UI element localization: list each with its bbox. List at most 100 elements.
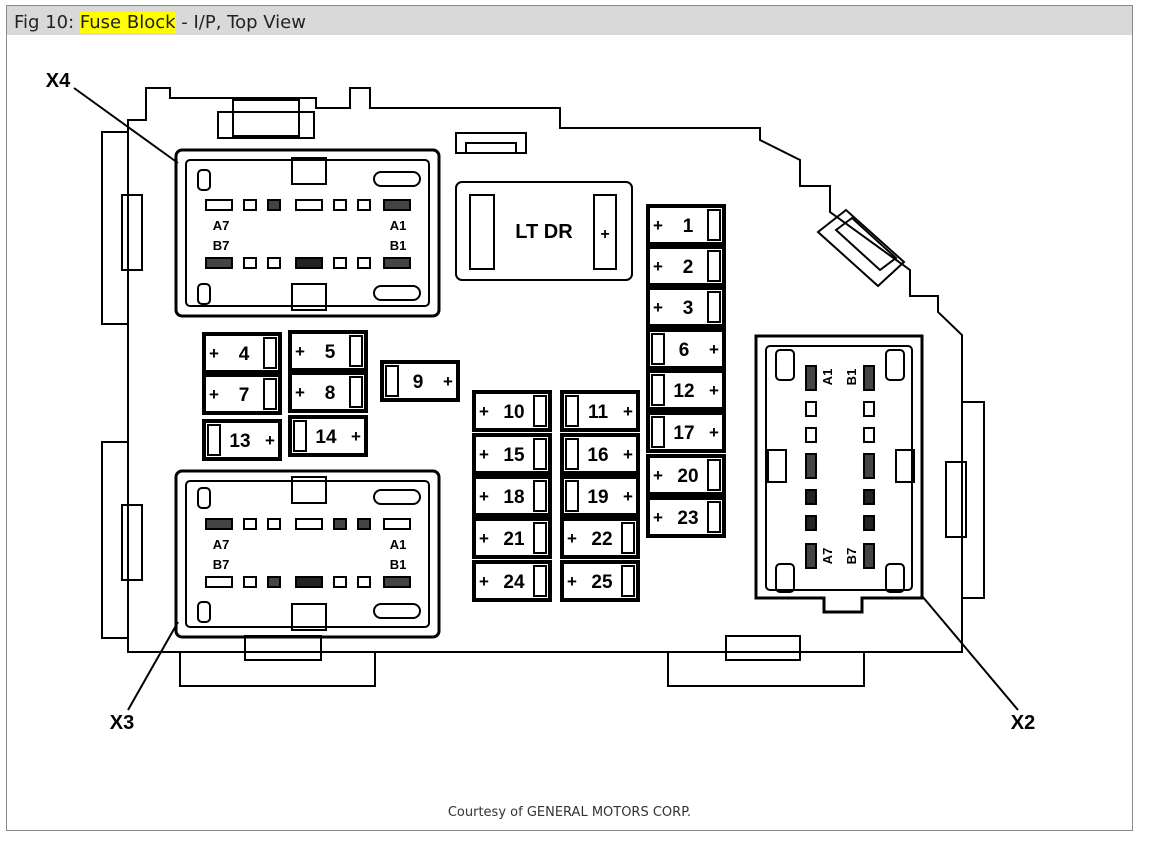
- fuse-plus-sign: +: [653, 257, 663, 276]
- fuse-plus-sign: +: [265, 431, 275, 450]
- fuse-number: 8: [325, 383, 336, 404]
- fuse-number: 20: [677, 466, 698, 487]
- label-x3: X3: [110, 712, 134, 734]
- fuse-plus-sign: +: [209, 344, 219, 363]
- label-x2: X2: [1011, 712, 1035, 734]
- lt-dr-plus: +: [600, 226, 609, 243]
- fuse-15: +15: [472, 433, 552, 475]
- fuse-plus-sign: +: [709, 340, 719, 359]
- fuse-number: 19: [587, 487, 608, 508]
- fuse-number: 4: [239, 344, 250, 365]
- fuse-terminal: [349, 335, 363, 367]
- x2-pin-b-top: B1: [844, 369, 859, 386]
- fuse-terminal: [385, 365, 399, 397]
- fuse-13: +13: [202, 419, 282, 461]
- connector-x4: [174, 148, 441, 318]
- fuse-plus-sign: +: [295, 342, 305, 361]
- fuse-number: 7: [239, 385, 250, 406]
- fuse-terminal: [621, 565, 635, 597]
- fuse-plus-sign: +: [351, 427, 361, 446]
- fuse-body: [560, 390, 640, 432]
- credit-line: Courtesy of GENERAL MOTORS CORP.: [447, 805, 692, 820]
- fuse-body: [560, 517, 640, 559]
- fuse-19: +19: [560, 475, 640, 517]
- fuse-number: 12: [673, 381, 694, 402]
- fuse-number: 15: [503, 445, 525, 466]
- fuse-number: 2: [683, 257, 694, 278]
- fuse-number: 3: [683, 298, 694, 319]
- fuse-terminal: [651, 333, 665, 365]
- fuse-terminal: [533, 395, 547, 427]
- fuse-23: +23: [646, 496, 726, 538]
- fuse-plus-sign: +: [653, 466, 663, 485]
- fuse-plus-sign: +: [653, 298, 663, 317]
- fuse-terminal: [707, 291, 721, 323]
- fuse-10: +10: [472, 390, 552, 432]
- fuse-number: 13: [229, 431, 250, 452]
- fuse-20: +20: [646, 454, 726, 496]
- fuse-terminal: [565, 480, 579, 512]
- fuse-3: +3: [646, 286, 726, 328]
- fuse-number: 18: [503, 487, 524, 508]
- fuse-plus-sign: +: [479, 402, 489, 421]
- fuse-body: [472, 475, 552, 517]
- fuse-terminal: [707, 459, 721, 491]
- fuse-22: +22: [560, 517, 640, 559]
- lt-dr-relay: [455, 181, 633, 281]
- fuse-terminal: [651, 374, 665, 406]
- fuse-body: [646, 454, 726, 496]
- caption-prefix: Fig 10:: [14, 12, 80, 33]
- fuse-4: +4: [202, 332, 282, 374]
- fuse-6: +6: [646, 328, 726, 370]
- fuse-number: 25: [591, 572, 613, 593]
- leader-lines: [73, 87, 1019, 711]
- x3-pin-a-left: A7: [213, 537, 230, 552]
- fuse-plus-sign: +: [443, 372, 453, 391]
- fuse-terminal: [621, 522, 635, 554]
- fuse-plus-sign: +: [653, 216, 663, 235]
- fuse-16: +16: [560, 433, 640, 475]
- fuse-plus-sign: +: [567, 572, 577, 591]
- figure-caption: Fig 10: Fuse Block - I/P, Top View: [14, 12, 306, 33]
- fuse-number: 22: [591, 529, 612, 550]
- fuse-terminal: [263, 337, 277, 369]
- fuse-5: +5: [288, 330, 368, 372]
- fuse-body: [202, 373, 282, 415]
- fuse-body: [560, 475, 640, 517]
- fuse-number: 16: [587, 445, 608, 466]
- fuse-terminal: [651, 416, 665, 448]
- fuse-body: [202, 332, 282, 374]
- lt-dr-label: LT DR: [515, 221, 573, 243]
- caption-bar: Fig 10: Fuse Block - I/P, Top View: [7, 6, 1132, 35]
- fuse-body: [288, 371, 368, 413]
- fuse-body: [646, 245, 726, 287]
- fuse-body: [560, 433, 640, 475]
- fuse-25: +25: [560, 560, 640, 602]
- fuse-terminal: [533, 480, 547, 512]
- fuse-number: 11: [588, 402, 609, 423]
- fuse-body: [288, 415, 368, 457]
- fuse-14: +14: [288, 415, 368, 457]
- fuse-17: +17: [646, 411, 726, 453]
- fuse-body: [472, 560, 552, 602]
- fuse-body: [288, 330, 368, 372]
- fuse-plus-sign: +: [623, 402, 633, 421]
- fuse-plus-sign: +: [295, 383, 305, 402]
- fuse-group: +1+2+3+4+5+6+7+8+9+10+11+12+13+14+15+16+…: [202, 204, 726, 602]
- x2-pin-a-bottom: A7: [820, 548, 835, 565]
- fuse-body: [202, 419, 282, 461]
- fuse-body: [472, 433, 552, 475]
- fuse-body: [472, 390, 552, 432]
- fuse-number: 24: [503, 572, 525, 593]
- fuse-plus-sign: +: [479, 572, 489, 591]
- fuse-terminal: [207, 424, 221, 456]
- fuse-number: 23: [677, 508, 698, 529]
- fuse-body: [560, 560, 640, 602]
- fuse-1: +1: [646, 204, 726, 246]
- x2-pin-a-top: A1: [820, 369, 835, 386]
- fuse-12: +12: [646, 369, 726, 411]
- fuse-terminal: [707, 209, 721, 241]
- x4-pin-b-right: B1: [390, 238, 407, 253]
- fuse-number: 6: [679, 340, 690, 361]
- fuse-18: +18: [472, 475, 552, 517]
